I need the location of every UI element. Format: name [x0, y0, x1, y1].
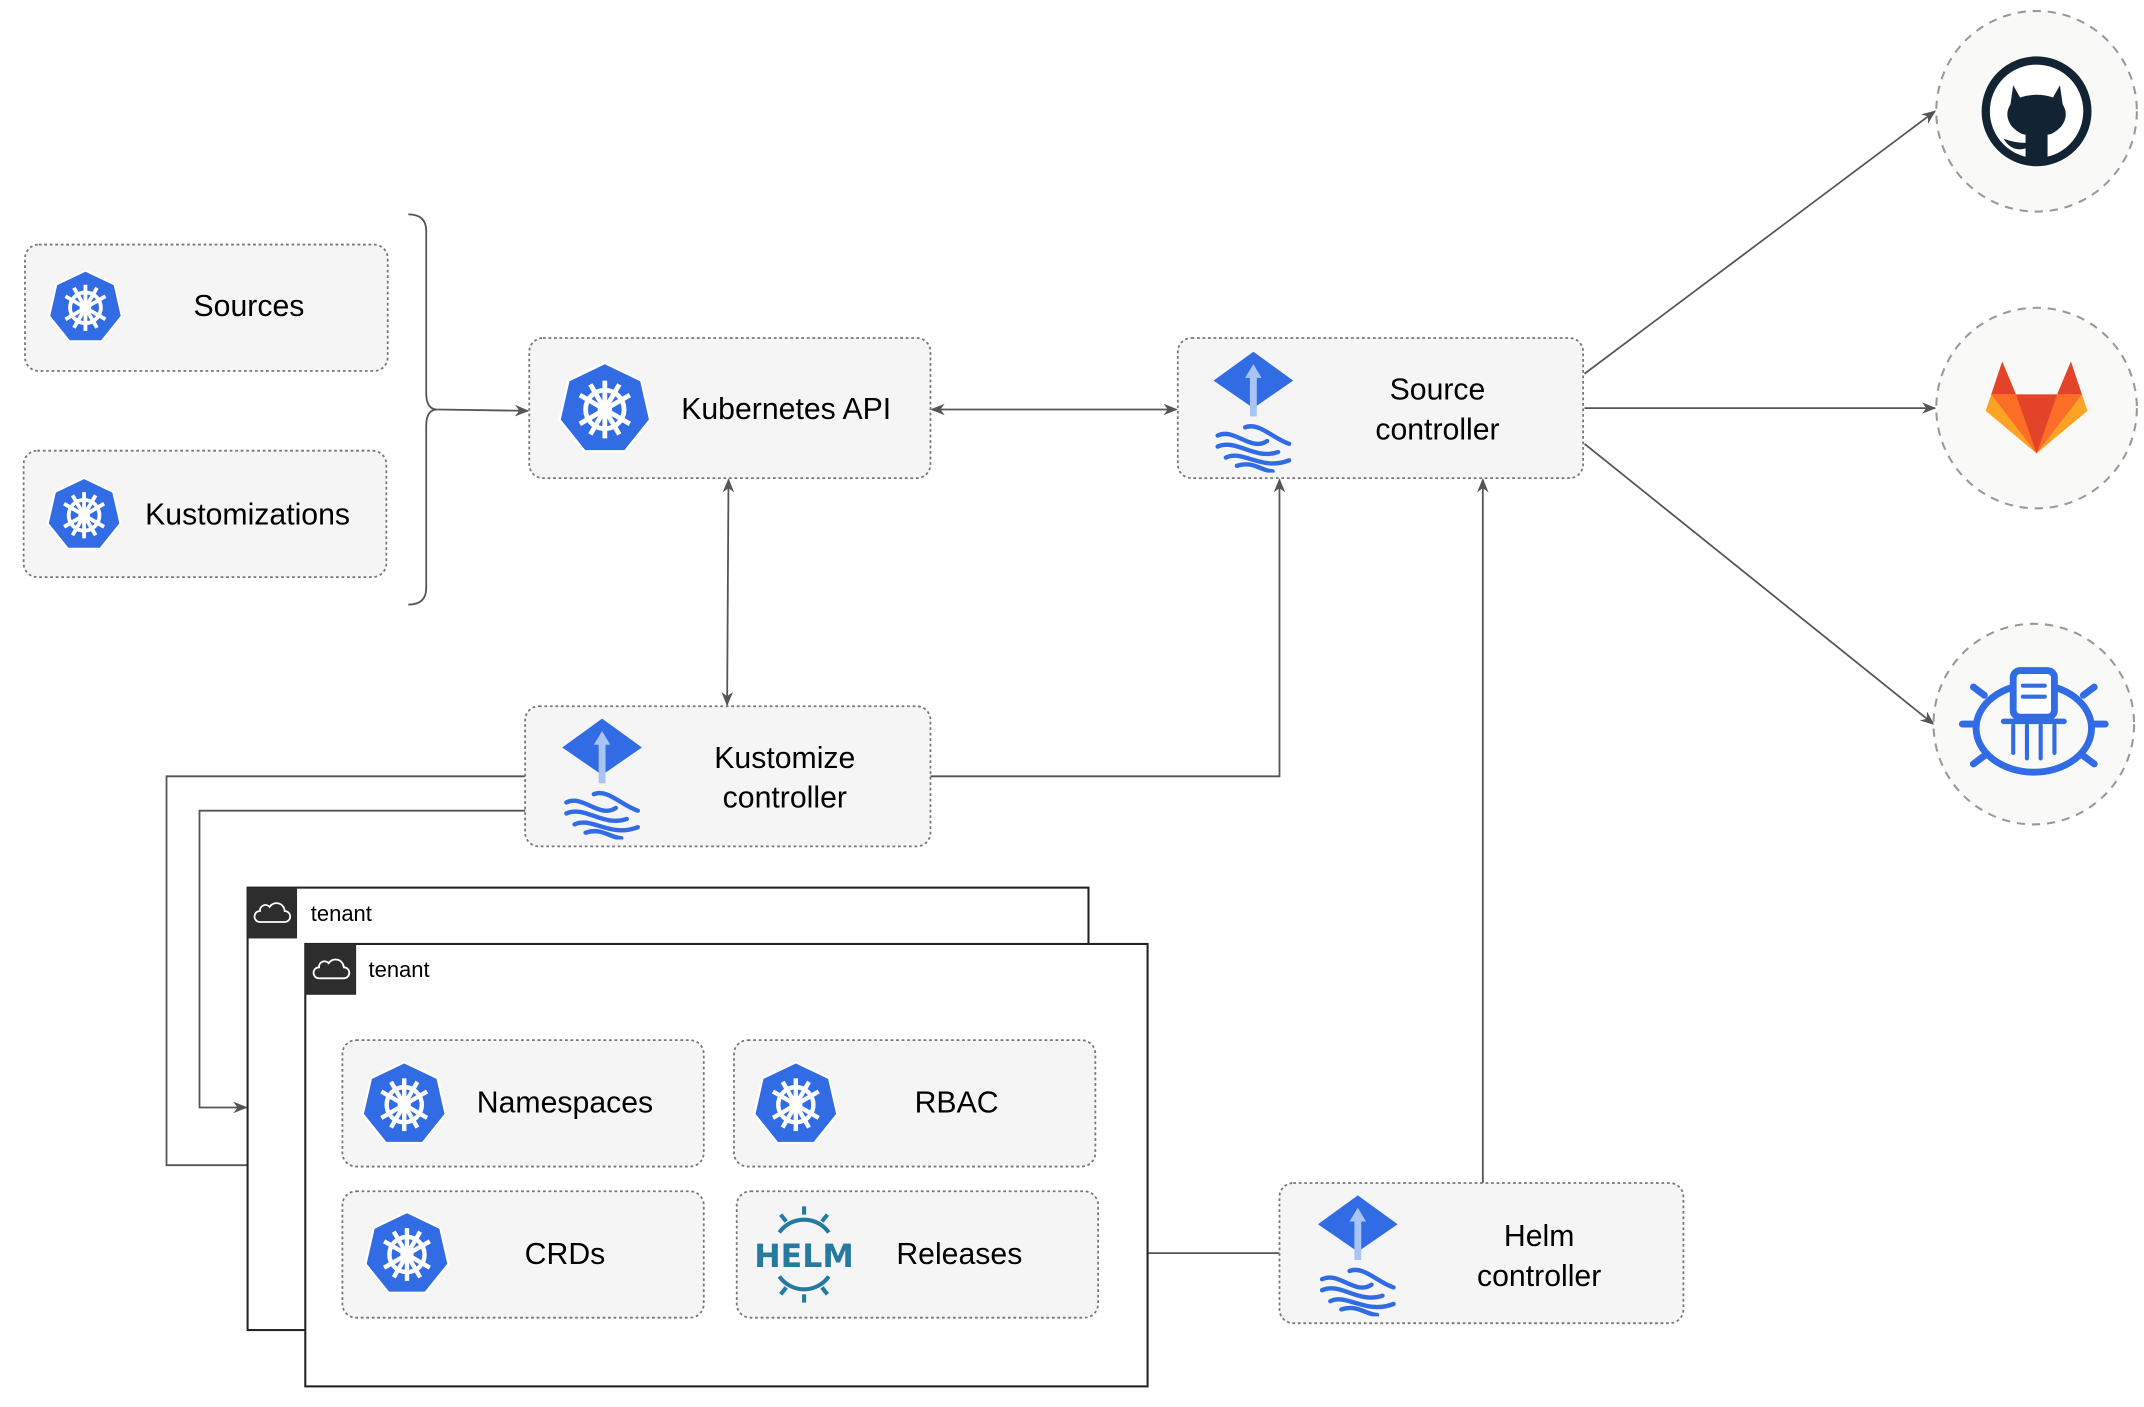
helm-icon: HELM [754, 1206, 854, 1303]
kustomize-controller-label-line2: controller [723, 782, 847, 815]
source-controller-label-line1: Source [1390, 374, 1486, 407]
kustomize-controller-label-line1: Kustomize [714, 742, 855, 775]
kubernetes-api-label: Kubernetes API [681, 393, 891, 426]
sources-label: Sources [194, 290, 305, 323]
kustomizations-node[interactable]: Kustomizations [22, 449, 388, 578]
tenant-front[interactable]: tenant Namespaces RBAC CRDs [304, 942, 1149, 1388]
github-icon [1981, 56, 2092, 167]
cloud-icon [312, 958, 351, 980]
tenant-label: tenant [369, 957, 430, 982]
github-node[interactable] [1935, 9, 2138, 213]
helm-repository-node[interactable] [1932, 622, 2136, 826]
edge-kustomize-to-source [930, 478, 1286, 778]
rbac-label: RBAC [915, 1087, 999, 1120]
tenant-label: tenant [311, 901, 372, 926]
helm-controller-label-line2: controller [1477, 1260, 1601, 1293]
edge-source-to-helm-repository [1583, 443, 1935, 726]
brace [408, 213, 438, 606]
cloud-icon [253, 902, 291, 923]
crds-label: CRDs [525, 1238, 606, 1271]
kustomize-controller-node[interactable]: Kustomize controller [524, 705, 932, 848]
helm-logo-text: HELM [754, 1239, 854, 1275]
connectors [165, 110, 1937, 1259]
gitlab-node[interactable] [1935, 306, 2138, 510]
crds-node[interactable]: CRDs [341, 1190, 705, 1319]
edge-source-to-github [1583, 110, 1937, 375]
source-controller-label-line2: controller [1375, 413, 1499, 446]
kustomizations-label: Kustomizations [145, 499, 350, 532]
edge-k8s-api-kustomize-controller [721, 478, 735, 707]
edge-inputs-to-k8s-api [437, 404, 530, 417]
kubernetes-api-node[interactable]: Kubernetes API [528, 337, 932, 480]
helm-controller-node[interactable]: Helm controller [1278, 1182, 1685, 1325]
namespaces-label: Namespaces [477, 1087, 653, 1120]
namespaces-node[interactable]: Namespaces [341, 1039, 705, 1168]
edge-kustomize-to-tenant-front [165, 775, 526, 1171]
releases-label: Releases [896, 1238, 1022, 1271]
helm-repository-icon [1958, 667, 2109, 776]
edge-kustomize-to-tenant-back [198, 809, 526, 1114]
rbac-node[interactable]: RBAC [733, 1039, 1097, 1168]
source-controller-node[interactable]: Source controller [1176, 337, 1585, 480]
sources-node[interactable]: Sources [24, 243, 389, 372]
releases-node[interactable]: HELM Releases [735, 1190, 1099, 1319]
helm-controller-label-line1: Helm [1504, 1220, 1575, 1253]
gitlab-icon [1985, 361, 2088, 454]
